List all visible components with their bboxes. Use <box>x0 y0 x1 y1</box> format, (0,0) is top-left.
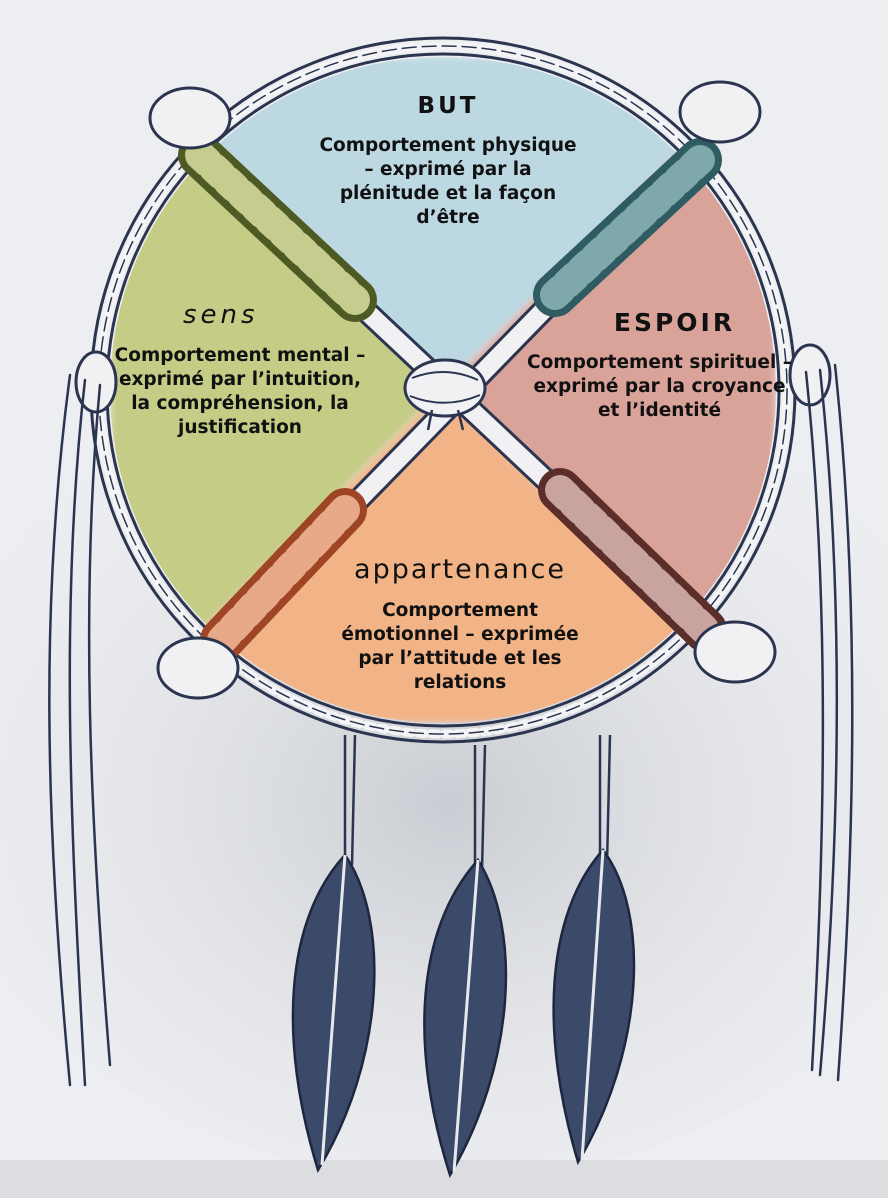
quadrant-appartenance-title: appartenance <box>320 556 600 583</box>
quadrant-appartenance-line: relations <box>320 671 600 695</box>
quadrant-but: BUT Comportement physique – exprimé par … <box>318 95 578 230</box>
quadrant-but-line: Comportement physique <box>318 134 578 158</box>
quadrant-sens-description: Comportement mental – exprimé par l’intu… <box>105 344 375 440</box>
quadrant-appartenance-line: Comportement <box>320 599 600 623</box>
quadrant-appartenance-line: par l’attitude et les <box>320 647 600 671</box>
quadrant-sens: sens Comportement mental – exprimé par l… <box>105 302 375 440</box>
quadrant-espoir-line: et l’identité <box>522 399 797 423</box>
quadrant-sens-line: justification <box>105 416 375 440</box>
quadrant-sens-line: la compréhension, la <box>105 392 375 416</box>
quadrant-sens-line: exprimé par l’intuition, <box>105 368 375 392</box>
quadrant-but-line: d’être <box>318 206 578 230</box>
quadrant-espoir-line: exprimé par la croyance <box>522 375 797 399</box>
quadrant-espoir-line: Comportement spirituel – <box>522 351 797 375</box>
quadrant-appartenance-description: Comportement émotionnel – exprimée par l… <box>320 599 600 695</box>
quadrant-appartenance-line: émotionnel – exprimée <box>320 623 600 647</box>
quadrant-but-line: – exprimé par la <box>318 158 578 182</box>
quadrant-but-title: BUT <box>318 95 578 118</box>
quadrant-sens-line: Comportement mental – <box>105 344 375 368</box>
quadrant-espoir-title: ESPOIR <box>522 310 797 335</box>
bottom-shadow <box>0 1160 888 1198</box>
quadrant-but-description: Comportement physique – exprimé par la p… <box>318 134 578 230</box>
quadrant-espoir: ESPOIR Comportement spirituel – exprimé … <box>522 310 797 423</box>
quadrant-espoir-description: Comportement spirituel – exprimé par la … <box>522 351 797 423</box>
quadrant-but-line: plénitude et la façon <box>318 182 578 206</box>
quadrant-sens-title: sens <box>105 302 375 328</box>
quadrant-appartenance: appartenance Comportement émotionnel – e… <box>320 556 600 695</box>
